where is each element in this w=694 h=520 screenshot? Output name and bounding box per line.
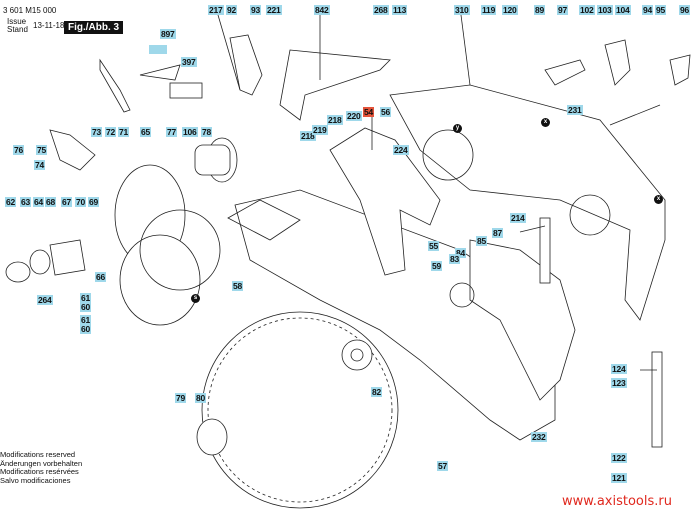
part-label[interactable]: 68: [45, 197, 57, 207]
part-label[interactable]: 55: [428, 241, 440, 251]
part-label[interactable]: 87: [492, 228, 504, 238]
part-label[interactable]: 56: [380, 107, 392, 117]
part-label[interactable]: 54: [363, 107, 375, 117]
part-label[interactable]: 103: [597, 5, 613, 15]
part-label[interactable]: 78: [201, 127, 213, 137]
footer-line: Änderungen vorbehalten: [0, 458, 83, 468]
part-label[interactable]: 218: [300, 131, 316, 141]
part-label[interactable]: 842: [314, 5, 330, 15]
part-label[interactable]: 83: [449, 254, 461, 264]
part-label[interactable]: 231: [567, 105, 583, 115]
footer-line: Salvo modificaciones: [0, 475, 71, 485]
part-label[interactable]: 214: [510, 213, 526, 223]
marker-x: x: [541, 118, 550, 127]
part-label[interactable]: 264: [37, 295, 53, 305]
part-label[interactable]: 71: [118, 127, 130, 137]
handle: [329, 127, 441, 276]
part-label[interactable]: 104: [615, 5, 631, 15]
part-label[interactable]: 92: [226, 5, 238, 15]
part-label[interactable]: 224: [393, 145, 409, 155]
part-label[interactable]: 80: [195, 393, 207, 403]
part-label[interactable]: 70: [75, 197, 87, 207]
part-label[interactable]: 66: [95, 272, 107, 282]
spring-rod: [651, 351, 663, 448]
modifications-note: Modifications reserved Änderungen vorbeh…: [0, 450, 83, 485]
part-label[interactable]: 62: [5, 197, 17, 207]
washer: [196, 418, 228, 456]
part-label[interactable]: 96: [679, 5, 691, 15]
saw-blade: [201, 311, 399, 509]
part-label[interactable]: 61: [80, 293, 92, 303]
part-label[interactable]: 73: [91, 127, 103, 137]
marker-s: s: [191, 294, 200, 303]
figure-title: Fig./Abb. 3: [64, 21, 124, 34]
part-label[interactable]: 310: [454, 5, 470, 15]
part-label[interactable]: 76: [13, 145, 25, 155]
part-label[interactable]: 58: [232, 281, 244, 291]
part-label[interactable]: 60: [80, 302, 92, 312]
part-label[interactable]: 64: [33, 197, 45, 207]
part-label[interactable]: 63: [20, 197, 32, 207]
part-label[interactable]: 97: [557, 5, 569, 15]
part-label[interactable]: 119: [481, 5, 497, 15]
part-label[interactable]: 74: [34, 160, 46, 170]
part-label[interactable]: 121: [611, 473, 627, 483]
part-label[interactable]: 72: [105, 127, 117, 137]
saw-blade-teeth: [207, 317, 393, 503]
part-number: 3 601 M15 000: [3, 6, 57, 15]
part-label[interactable]: 60: [80, 324, 92, 334]
part-label[interactable]: 217: [208, 5, 224, 15]
part-label[interactable]: 122: [611, 453, 627, 463]
marker-y: y: [453, 124, 462, 133]
part-label[interactable]: [149, 45, 167, 54]
part-label[interactable]: 69: [88, 197, 100, 207]
part-label[interactable]: 897: [160, 29, 176, 39]
guard-shaft: [227, 199, 301, 241]
part-label[interactable]: 102: [579, 5, 595, 15]
part-label[interactable]: 220: [346, 111, 362, 121]
part-label[interactable]: 57: [437, 461, 449, 471]
part-label[interactable]: 106: [182, 127, 198, 137]
part-label[interactable]: 94: [642, 5, 654, 15]
part-label[interactable]: 77: [166, 127, 178, 137]
part-label[interactable]: 120: [502, 5, 518, 15]
part-label[interactable]: 113: [392, 5, 408, 15]
part-label[interactable]: 124: [611, 364, 627, 374]
part-label[interactable]: 218: [327, 115, 343, 125]
part-label[interactable]: 75: [36, 145, 48, 155]
spring-column: [539, 217, 551, 284]
part-label[interactable]: 93: [250, 5, 262, 15]
part-label[interactable]: 65: [140, 127, 152, 137]
part-label[interactable]: 397: [181, 57, 197, 67]
part-label[interactable]: 221: [266, 5, 282, 15]
part-label[interactable]: 59: [431, 261, 443, 271]
part-label[interactable]: 82: [371, 387, 383, 397]
issue-date: 13-11-18: [33, 21, 65, 30]
part-label[interactable]: 89: [534, 5, 546, 15]
part-label[interactable]: 61: [80, 315, 92, 325]
part-label[interactable]: 84: [455, 248, 467, 258]
part-label[interactable]: 79: [175, 393, 187, 403]
part-label[interactable]: 219: [312, 125, 328, 135]
part-label[interactable]: 95: [655, 5, 667, 15]
watermark-url[interactable]: www.axistools.ru: [562, 494, 672, 509]
part-label[interactable]: 268: [373, 5, 389, 15]
marker-x-2: x: [654, 195, 663, 204]
flange: [341, 339, 373, 371]
part-label[interactable]: 85: [476, 236, 488, 246]
stand-label: Stand: [7, 25, 28, 34]
part-label[interactable]: 232: [531, 432, 547, 442]
issue-label: Issue: [7, 17, 27, 26]
footer-line: Modifications resérvées: [0, 467, 79, 476]
part-label[interactable]: 123: [611, 378, 627, 388]
part-label[interactable]: 67: [61, 197, 73, 207]
footer-line: Modifications reserved: [0, 450, 76, 459]
